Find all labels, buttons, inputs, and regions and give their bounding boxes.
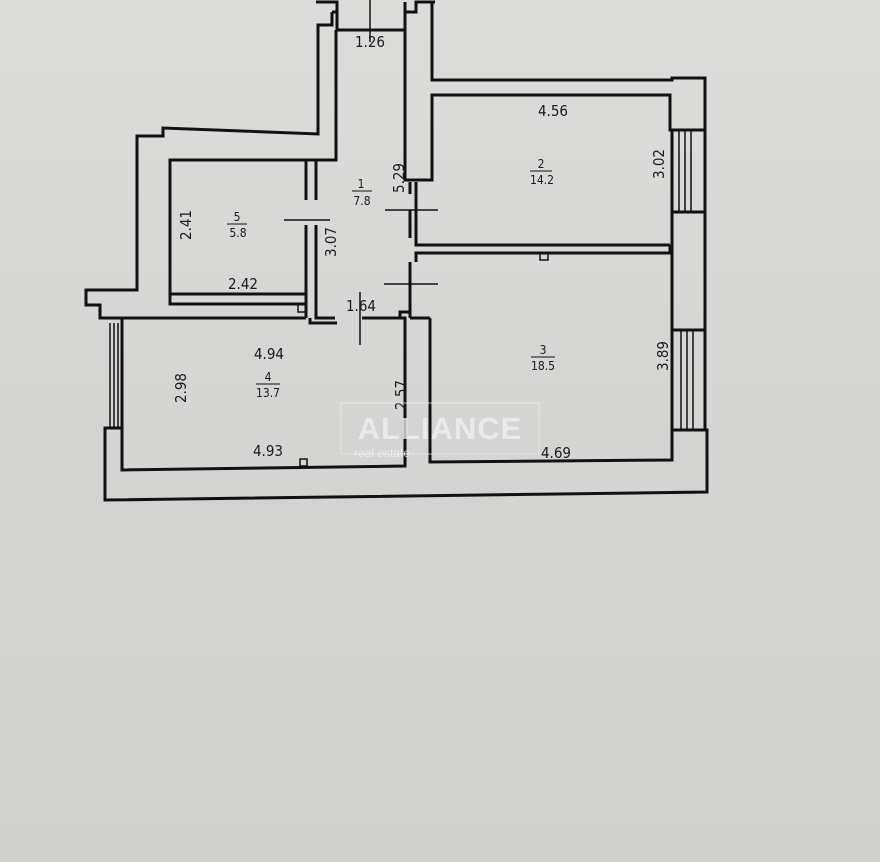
dim-room2-depth: 3.02	[650, 149, 668, 179]
dim-room4-right: 2.57	[392, 380, 410, 410]
room3-number: 3	[540, 343, 547, 357]
room2-area: 14.2	[530, 173, 554, 187]
dim-room3-depth: 3.89	[654, 341, 672, 371]
room5-area: 5.8	[229, 226, 246, 240]
watermark-logo: ALLIANCE real estate	[340, 402, 540, 460]
room4-number: 4	[265, 370, 272, 384]
watermark-brand: ALLIANCE	[358, 411, 523, 446]
room3-area: 18.5	[531, 359, 555, 373]
dim-room4-bottom: 4.93	[253, 442, 283, 460]
room5-number: 5	[234, 210, 241, 224]
labels: 1.26 4.56 5.29 1 7.8 2 14.2 3.02 5 5.8 2…	[172, 33, 672, 462]
dim-corridor-length: 5.29	[390, 163, 408, 193]
room1-area: 7.8	[353, 194, 370, 208]
dim-room3-width: 4.69	[541, 444, 571, 462]
watermark-tagline: real estate	[354, 446, 410, 460]
dim-corridor-side: 3.07	[322, 227, 340, 257]
walls	[84, 0, 709, 502]
room2-number: 2	[538, 157, 545, 171]
dim-room5-width: 2.42	[228, 275, 258, 293]
dim-room4-top: 4.94	[254, 345, 284, 363]
dim-room2-width: 4.56	[538, 102, 568, 120]
dim-room5-depth: 2.41	[177, 210, 195, 240]
room4-area: 13.7	[256, 386, 280, 400]
dim-room4-left: 2.98	[172, 373, 190, 403]
dim-entrance-width: 1.26	[355, 33, 385, 51]
dim-corridor-bottom: 1.64	[346, 297, 376, 315]
room1-number: 1	[358, 177, 365, 191]
